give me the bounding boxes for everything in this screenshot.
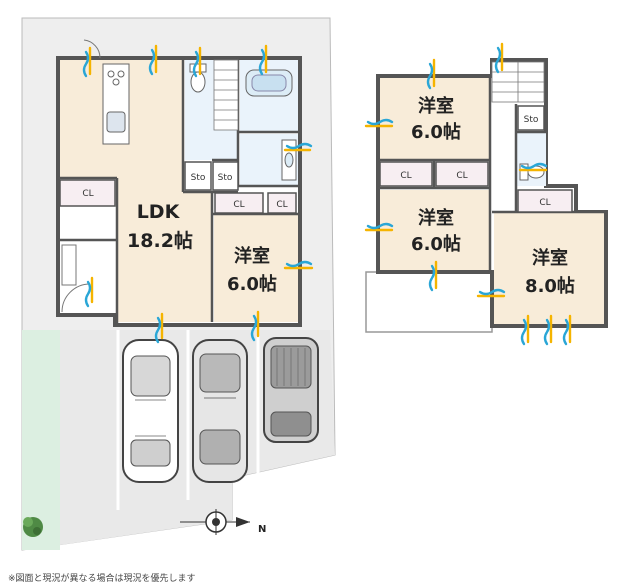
svg-text:Sto: Sto [524,115,539,125]
north-arrow-icon [236,517,250,527]
room-2f-top-floor [380,78,490,160]
wind-arrow-icon [283,142,313,152]
staircase-2f [491,61,545,103]
shoe-cabinet [61,244,77,286]
closet-2f-top-left: CL [379,161,433,187]
svg-text:CL: CL [539,198,550,208]
disclaimer-note: ※図面と現況が異なる場合は現況を優先します [8,574,196,584]
room-2f-right-floor [494,212,604,324]
closet-2f-right-room: CL [517,189,573,213]
car-left [122,339,179,483]
wind-arrow-icon [543,314,553,346]
first-floor: Sto Sto CL CL CL LDK 18.2帖 洋室 6.0帖 [56,39,302,327]
wind-arrow-icon [154,312,164,344]
svg-text:CL: CL [400,171,411,181]
toilet-icon [189,63,207,93]
wind-arrow-icon [476,288,506,298]
room-2f-top-size: 6.0帖 [411,121,461,143]
svg-text:CL: CL [233,200,244,210]
entrance-door [61,283,91,313]
storage-1f-b: Sto [212,161,239,191]
balcony [365,271,493,333]
room-2f-right-size: 8.0帖 [525,275,575,297]
wind-arrow-icon [426,58,436,90]
bathtub-icon [245,69,293,97]
room-2f-middle-size: 6.0帖 [411,233,461,255]
wind-arrow-icon [82,46,92,78]
wind-arrow-icon [364,222,394,232]
wind-arrow-icon [250,310,260,342]
north-label: N [258,524,266,535]
svg-text:Sto: Sto [191,173,206,183]
ldk-name: LDK [137,201,181,223]
wind-arrow-icon [364,118,394,128]
svg-text:CL: CL [276,200,287,210]
car-right [263,337,319,443]
room-2f-middle-name: 洋室 [418,207,454,229]
wind-arrow-icon [283,260,314,270]
western-room-1f-name: 洋室 [234,245,270,267]
svg-text:CL: CL [456,171,467,181]
wind-arrow-icon [494,42,504,74]
shrub-icon [23,517,43,537]
svg-text:Sto: Sto [218,173,233,183]
wind-arrow-icon [518,162,548,172]
wind-arrow-icon [258,44,268,76]
svg-text:CL: CL [82,189,93,199]
second-floor: Sto CL CL CL 洋室 6.0帖 洋室 6.0帖 洋室 8.0帖 [365,58,608,333]
wind-arrow-icon [428,260,438,292]
room-2f-top-name: 洋室 [418,95,454,117]
storage-2f: Sto [517,105,545,131]
compass: N [180,509,266,535]
ldk-floor [60,60,212,322]
wind-arrow-icon [192,46,202,78]
staircase-1f [213,59,239,131]
wind-arrow-icon [520,314,530,346]
ldk-door [83,39,101,59]
airflow-arrows [82,42,572,346]
closet-1f-entrance: CL [59,179,116,207]
car-middle [192,339,248,483]
room-2f-middle-floor [380,190,490,270]
western-room-1f-size: 6.0帖 [227,273,277,295]
closet-1f-room-b: CL [267,192,297,214]
kitchen-counter [102,63,130,145]
wind-arrow-icon [562,314,572,346]
closet-2f-top-right: CL [435,161,489,187]
wind-arrow-icon [84,276,94,308]
closet-1f-room-a: CL [214,192,264,214]
storage-1f-a: Sto [184,161,212,191]
ldk-size: 18.2帖 [127,229,193,252]
room-2f-right-name: 洋室 [532,247,568,269]
wind-arrow-icon [148,44,158,76]
